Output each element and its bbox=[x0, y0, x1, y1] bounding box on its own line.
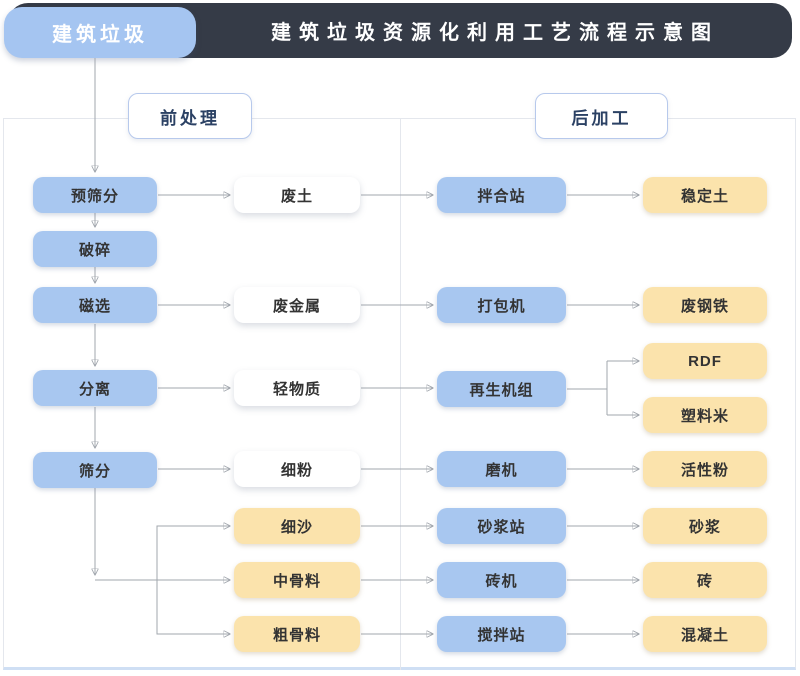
node-separation: 分离 bbox=[33, 370, 157, 406]
section-header-postprocessing: 后加工 bbox=[535, 93, 668, 139]
node-recycling-unit: 再生机组 bbox=[437, 371, 566, 407]
col1-to-col2 bbox=[158, 195, 230, 469]
node-magnetic-separation: 磁选 bbox=[33, 287, 157, 323]
section-divider bbox=[400, 118, 401, 670]
node-brick-machine: 砖机 bbox=[437, 562, 566, 598]
node-brick: 砖 bbox=[643, 562, 767, 598]
node-blending-station: 拌合站 bbox=[437, 177, 566, 213]
node-rdf: RDF bbox=[643, 343, 767, 379]
node-waste-soil: 废土 bbox=[234, 177, 360, 213]
node-concrete: 混凝土 bbox=[643, 616, 767, 652]
node-light-material: 轻物质 bbox=[234, 370, 360, 406]
node-active-powder: 活性粉 bbox=[643, 451, 767, 487]
node-mill: 磨机 bbox=[437, 451, 566, 487]
node-mixing-station: 搅拌站 bbox=[437, 616, 566, 652]
node-scrap-steel: 废钢铁 bbox=[643, 287, 767, 323]
node-crushing: 破碎 bbox=[33, 231, 157, 267]
node-construction-waste: 建筑垃圾 bbox=[4, 7, 196, 58]
col3-to-col4 bbox=[567, 195, 639, 634]
node-screening: 筛分 bbox=[33, 452, 157, 488]
node-stabilized-soil: 稳定土 bbox=[643, 177, 767, 213]
node-plastic-pellets: 塑料米 bbox=[643, 397, 767, 433]
node-mortar: 砂浆 bbox=[643, 508, 767, 544]
node-baler: 打包机 bbox=[437, 287, 566, 323]
node-pre-screening: 预筛分 bbox=[33, 177, 157, 213]
page-title: 建筑垃圾资源化利用工艺流程示意图 bbox=[271, 22, 719, 44]
node-coarse-aggregate: 粗骨料 bbox=[234, 616, 360, 652]
screening-branch bbox=[95, 526, 230, 634]
node-scrap-metal: 废金属 bbox=[234, 287, 360, 323]
node-fine-powder: 细粉 bbox=[234, 451, 360, 487]
node-medium-aggregate: 中骨料 bbox=[234, 562, 360, 598]
node-mortar-plant: 砂浆站 bbox=[437, 508, 566, 544]
recycling-unit-branch bbox=[567, 361, 639, 415]
section-header-pretreatment: 前处理 bbox=[128, 93, 252, 139]
col2-to-col3 bbox=[361, 195, 433, 634]
node-fine-sand: 细沙 bbox=[234, 508, 360, 544]
